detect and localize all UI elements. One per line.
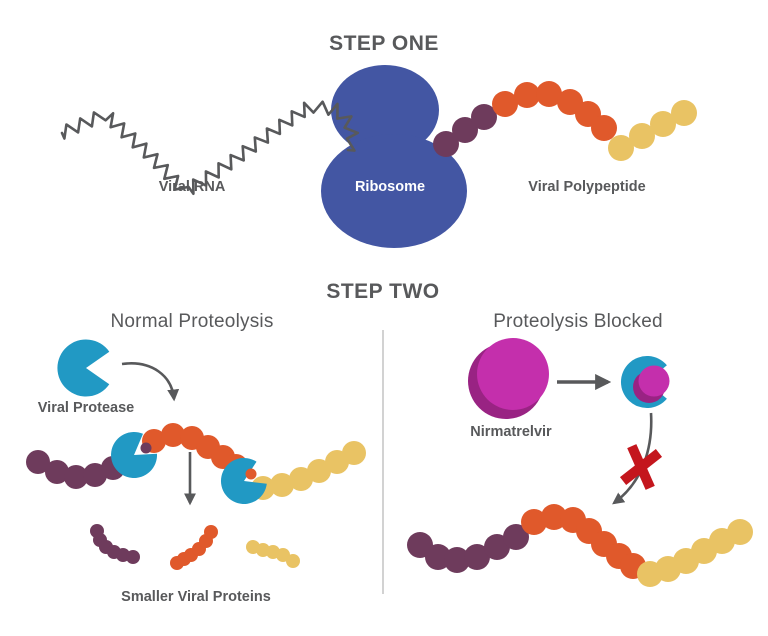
normal-proteolysis-heading: Normal Proteolysis [110, 311, 273, 332]
polypeptide-purple-segment [433, 104, 497, 157]
cleavage-residue-purple [140, 442, 152, 454]
smaller-viral-proteins-label: Smaller Viral Proteins [121, 589, 271, 605]
polypeptide-orange-segment [492, 81, 617, 141]
viral-protease-label: Viral Protease [38, 400, 134, 416]
bound-drug-icon [638, 365, 670, 397]
small-protein-yellow-icon [246, 540, 300, 568]
protease-cutting-site-1-icon [111, 431, 158, 478]
proteolysis-blocked-heading: Proteolysis Blocked [493, 311, 663, 332]
nirmatrelvir-icon [477, 338, 549, 410]
blocked-x-icon [619, 444, 663, 490]
polypeptide-yellow-segment [608, 100, 697, 161]
step-two-title: STEP TWO [326, 280, 439, 303]
protease-action-arrow [121, 362, 180, 402]
nirmatrelvir-label: Nirmatrelvir [470, 424, 552, 440]
intact-chain-orange-segment [521, 504, 646, 579]
cleavage-residue-orange [245, 468, 257, 480]
viral-rna-squiggle-icon [60, 100, 360, 195]
intact-chain-yellow-segment [637, 519, 753, 587]
small-protein-purple-icon [90, 524, 140, 564]
protease-cutting-site-2-icon [220, 457, 267, 504]
step-one-title: STEP ONE [329, 32, 439, 55]
intact-chain-purple-segment [407, 524, 529, 573]
ribosome-label: Ribosome [355, 179, 425, 195]
viral-protease-icon [57, 339, 110, 397]
viral-rna-label: Viral RNA [159, 179, 226, 195]
cleaved-chain-yellow-segment [251, 441, 366, 500]
cleaved-chain-purple-segment [26, 450, 125, 489]
small-protein-orange-icon [170, 525, 218, 570]
viral-polypeptide-label: Viral Polypeptide [528, 179, 645, 195]
